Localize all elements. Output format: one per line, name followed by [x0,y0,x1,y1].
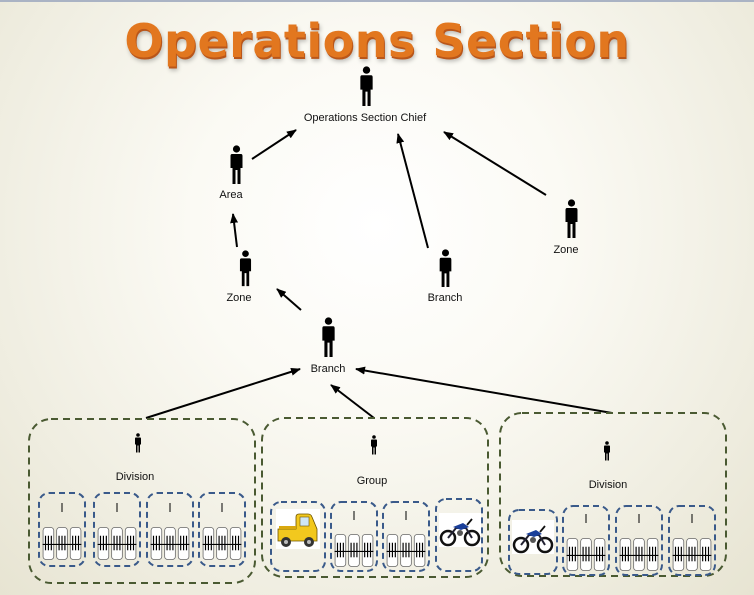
crew-icon [97,527,137,560]
division-right-person-icon [604,441,610,461]
branch-center-label: Branch [310,363,346,375]
division-left-person-icon [135,433,141,453]
crew-icon [672,538,712,571]
group-container [261,417,489,578]
zone-left-person-icon [239,250,252,287]
arrow-division-right-to-branch [355,366,613,414]
division-left-label: Division [115,471,155,483]
group-label: Group [356,475,388,487]
motorcycle-icon [512,520,554,554]
unit-box [382,501,430,572]
unit-box [38,492,86,567]
arrow-zone-right-to-chief [443,131,547,196]
crew-icon [334,534,374,567]
area-label: Area [219,189,243,201]
arrow-branch-to-zone [276,288,302,311]
branch-right-person-icon [439,249,452,288]
unit-box [198,492,246,567]
arrow-group-to-branch [330,384,375,419]
unit-box [508,509,558,575]
branch-right-label: Branch [427,292,463,304]
chief-label: Operations Section Chief [303,112,427,124]
unit-box [330,501,378,572]
branch-center-person-icon [322,317,335,357]
arrow-division-left-to-branch [145,367,301,419]
motorcycle-icon [439,513,481,547]
unit-box [435,498,483,572]
crew-icon [42,527,82,560]
top-border [0,0,754,2]
zone-right-person-icon [565,199,578,238]
area-person-icon [230,145,243,184]
group-person-icon [371,435,377,455]
zone-right-label: Zone [553,244,579,256]
crew-icon [386,534,426,567]
pickup-truck-icon [276,509,320,549]
crew-icon [202,527,242,560]
arrow-area-to-chief [251,129,297,160]
crew-icon [150,527,190,560]
unit-box [146,492,194,567]
arrow-zone-to-area [230,213,239,248]
division-right-container [499,412,727,577]
division-left-container [28,418,256,584]
arrow-branch-right-to-chief [396,133,429,249]
crew-icon [566,538,606,571]
unit-box [668,505,716,576]
division-right-label: Division [588,479,628,491]
unit-box [615,505,663,576]
unit-box [270,501,326,572]
page-title: Operations Section [124,14,630,68]
crew-icon [619,538,659,571]
chief-person-icon [360,66,373,106]
unit-box [93,492,141,567]
zone-left-label: Zone [226,292,252,304]
unit-box [562,505,610,576]
